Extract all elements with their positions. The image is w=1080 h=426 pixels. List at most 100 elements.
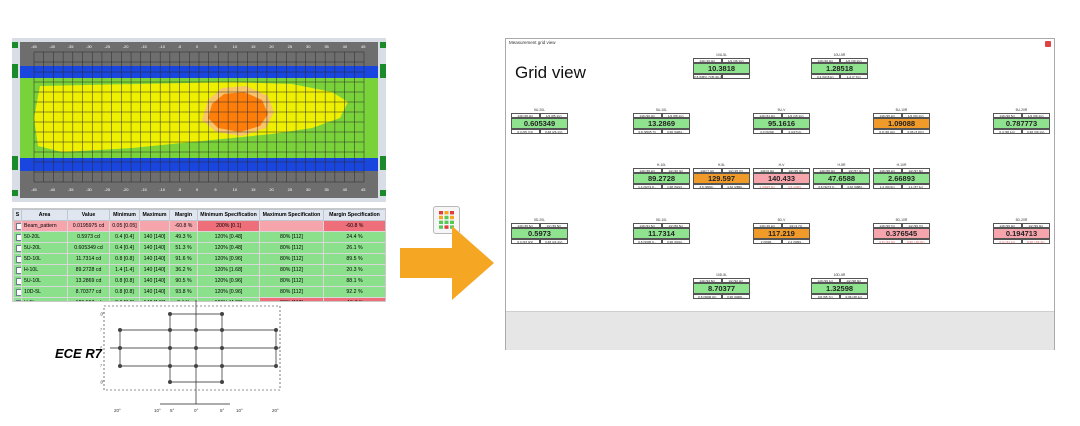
table-cell-marginspec: 24.4 %: [323, 231, 385, 243]
card-min-spec: 1.2 (7 7/c): [839, 74, 868, 79]
column-header[interactable]: Maximum Specification: [259, 209, 324, 221]
table-row[interactable]: H-5L129.597 cd3.6 [3.6]140 [140]7.4 %120…: [13, 297, 385, 301]
column-header[interactable]: Minimum: [109, 209, 140, 221]
card-title: 5D-20L: [533, 218, 546, 222]
card-min-row: 0.4 (-51 1c)0.48 (-59 3c): [993, 239, 1050, 244]
card-value: 117.219: [753, 228, 810, 239]
card-min-spec: 0.48 (39 1/c): [1021, 129, 1050, 134]
card-title: H-10R: [896, 163, 907, 167]
x-tick-label: 25: [288, 187, 293, 192]
x-tick-label: 10: [233, 44, 238, 49]
card-spec-row: 140 (31 0c)1/2 (15 1/c): [753, 113, 810, 118]
x-tick-label: 10: [233, 187, 238, 192]
close-icon[interactable]: [1045, 41, 1051, 47]
card-min-spec: 4.32 (2899...: [721, 184, 750, 189]
card-min-row: 1.4 (6274 8...1.68 (5213...: [633, 184, 690, 189]
card-title: 5U-20L: [533, 108, 546, 112]
row-checkbox[interactable]: [16, 222, 21, 230]
x-tick-label: -20: [123, 187, 130, 192]
row-checkbox[interactable]: [16, 255, 21, 263]
card-min-row: 0.8 (9306 9...0.96 (9012...: [633, 239, 690, 244]
column-header[interactable]: S: [13, 209, 22, 221]
column-header[interactable]: Minimum Specification: [197, 209, 260, 221]
card-max-spec: 140 (39 6c): [511, 223, 540, 228]
row-checkbox[interactable]: [16, 277, 21, 285]
row-checkbox[interactable]: [16, 288, 21, 296]
measurement-point: [220, 328, 224, 332]
card-margin-spec: 1/2 (92 2c): [721, 278, 750, 283]
card-margin-spec: 1/2 (99 7c): [901, 223, 930, 228]
row-checkbox[interactable]: [16, 299, 21, 301]
card-margin-spec: 1/2 (97 8c): [901, 168, 930, 173]
measurement-point: [274, 328, 278, 332]
table-cell-min: 0.4 [0.4]: [109, 231, 140, 243]
card-min: 4 (9695 8c): [753, 184, 782, 189]
column-header[interactable]: Area: [21, 209, 68, 221]
column-header[interactable]: Value: [67, 209, 110, 221]
window-title: Measurement grid view: [509, 40, 556, 45]
table-cell-value: 0.0195975 cd: [67, 220, 110, 232]
table-cell-area: 10D-5L: [21, 286, 68, 298]
card-max-spec: 140 (99 9c): [993, 223, 1022, 228]
row-checkbox[interactable]: [16, 266, 21, 274]
column-header[interactable]: Margin: [169, 209, 198, 221]
table-cell-area: 5U-20L: [21, 242, 68, 254]
table-cell-max: 140 [140]: [139, 242, 170, 254]
row-checkbox[interactable]: [16, 233, 21, 241]
table-cell-margin: 49.3 %: [169, 231, 198, 243]
card-margin-spec: 1/2 (25 3c): [781, 168, 810, 173]
row-checkbox[interactable]: [16, 244, 21, 252]
card-spec-row: 140 (0 0c)1/2 (25 3c): [753, 168, 810, 173]
column-header[interactable]: Margin Specification: [323, 209, 385, 221]
card-min: 0.8 (65 7c): [811, 294, 840, 299]
card-max-spec: 140 (36 2c): [633, 168, 662, 173]
card-spec-row: 140 (99 1c)1/2 (98 9c): [811, 278, 868, 283]
card-title: 10D-5L: [715, 273, 728, 277]
table-cell-value: 0.5973 cd: [67, 231, 110, 243]
card-min-row: 0.8 (9505 7/)0.96 (9284...: [633, 129, 690, 134]
card-margin-spec: 1/2 (99 1/c): [1021, 113, 1050, 118]
measurement-point: [118, 364, 122, 368]
card-spec-row: 140 (10 0c)1/2 (36 1/c): [693, 58, 750, 63]
x-tick-label: -15: [141, 187, 148, 192]
table-cell-maxspec: 80% [112]: [259, 286, 324, 298]
card-spec-row: 140 (99 5c)1/2 (99 1/c): [993, 113, 1050, 118]
column-header[interactable]: Maximum: [139, 209, 170, 221]
grid-view-icon[interactable]: [433, 206, 460, 234]
x-tick-label: -35: [68, 187, 75, 192]
card-title: H-10L: [656, 163, 667, 167]
card-min-spec: 4.32 (9883...: [841, 184, 870, 189]
card-value: 8.70377: [693, 283, 750, 294]
card-title: 5U-10L: [655, 108, 668, 112]
x-tick-label: -30: [86, 44, 93, 49]
card-value: 1.09088: [873, 118, 930, 129]
card-min-row: 1.4 (90 6c)1.1 (37 1c): [873, 184, 930, 189]
card-min-spec: 0.96 (9008...: [721, 294, 750, 299]
